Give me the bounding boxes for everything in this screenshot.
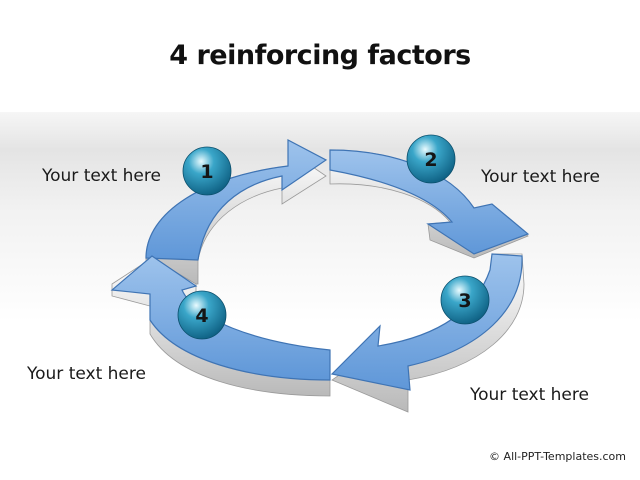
ball-number-4: 4 [195, 305, 208, 327]
factor-ball-3: 3 [440, 275, 490, 325]
factor-2-text: Your text here [481, 167, 600, 187]
ball-number-3: 3 [458, 290, 471, 312]
cycle-arrow-2 [329, 149, 530, 259]
ball-number-1: 1 [200, 161, 213, 183]
cycle-arrow-1 [145, 139, 328, 285]
page-title: 4 reinforcing factors [169, 40, 471, 71]
factor-4-text: Your text here [27, 364, 146, 384]
ball-number-2: 2 [424, 149, 437, 171]
arrow-2-face [329, 149, 530, 255]
background-band [0, 112, 640, 322]
factor-ball-4: 4 [177, 290, 227, 340]
factor-1-text: Your text here [42, 166, 161, 186]
factor-ball-1: 1 [182, 146, 232, 196]
arrow-4-face [110, 255, 331, 381]
cycle-arrow-4 [110, 255, 331, 397]
factor-ball-2: 2 [406, 134, 456, 184]
factor-3-text: Your text here [470, 385, 589, 405]
arrow-1-face [145, 139, 328, 261]
copyright-credit: © All-PPT-Templates.com [489, 450, 626, 463]
